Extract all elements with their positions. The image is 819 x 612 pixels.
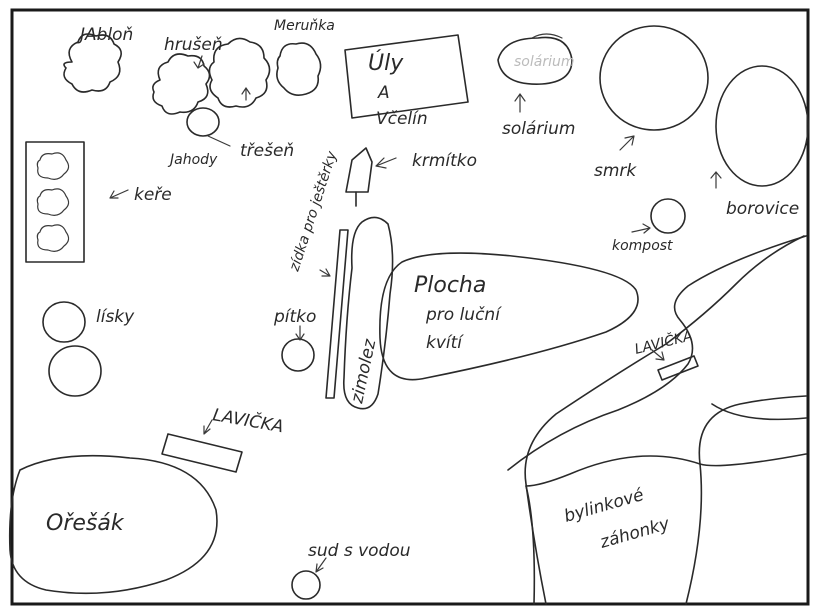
label-hazel: lísky [96,307,135,327]
path-edge-upper [507,235,807,471]
label-herb-beds-1: bylinkové [562,485,646,527]
meadow-area [379,252,639,381]
solarium-shape [497,36,573,85]
label-apiary: Včelín [376,109,428,129]
label-herb-beds-2: záhonky [597,514,673,553]
label-spruce: smrk [594,161,637,181]
lizard-wall [325,229,349,399]
right-path-edge [711,403,807,421]
herb-bed-top-edge [525,455,701,487]
herb-bed-left-edge [525,485,536,605]
cherry-tree-canopy [208,37,271,108]
label-meadow-3: kvítí [426,333,464,353]
label-meadow-1: Plocha [414,273,486,298]
label-honeysuckle: zimolez [347,337,380,406]
label-bird-feeder: krmítko [412,151,477,171]
label-solarium-inner: solárium [514,54,574,70]
water-trough [281,338,315,372]
water-barrel [291,570,321,600]
label-bushes: keře [134,185,172,205]
label-meadow-2: pro luční [425,305,502,325]
walnut-tree [8,454,218,595]
label-water-trough: pítko [273,307,316,327]
bush-3 [36,224,70,252]
right-path-edge-lower [699,453,807,467]
beehives-box [344,34,469,119]
label-apple-tree: JAbloň [77,25,133,45]
plan-frame [10,8,810,606]
compost-bin [650,198,686,234]
herb-bed-right-edge [685,395,807,605]
label-walnut: Ořešák [46,511,125,536]
honeysuckle-strip [342,216,394,410]
bush-2 [36,188,70,216]
label-bench-left: LAVIČKA [211,403,285,437]
label-pear-tree: hrušeň [164,35,223,55]
label-beehives-a: A [377,83,390,103]
apricot-tree-canopy [276,42,322,96]
label-compost: kompost [612,238,673,254]
pine-tree [715,65,809,187]
bench-left [161,433,243,473]
bushes-bed [25,141,85,263]
hazel-2 [48,345,102,397]
bush-1 [36,152,70,180]
label-apricot-tree: Meruňka [274,18,335,34]
label-lizard-wall: zídka pro ještěrky [286,149,340,274]
label-beehives: Úly [368,50,404,76]
bird-feeder [345,147,373,193]
label-water-barrel: sud s vodou [308,541,411,561]
strawberries-bed [186,107,220,137]
bench-right [657,355,699,381]
label-pine: borovice [726,199,799,219]
label-strawberries: Jahody [167,152,218,168]
pointer-arrows [109,55,722,573]
label-solarium: solárium [502,119,575,139]
apple-tree-canopy [63,33,122,93]
label-bench-right: LAVIČKA [633,326,695,358]
spruce-tree [599,25,709,131]
label-cherry-tree: třešeň [240,141,294,161]
hazel-1 [42,301,86,343]
path-edge-outer [524,235,805,605]
pear-tree-canopy [152,53,211,115]
